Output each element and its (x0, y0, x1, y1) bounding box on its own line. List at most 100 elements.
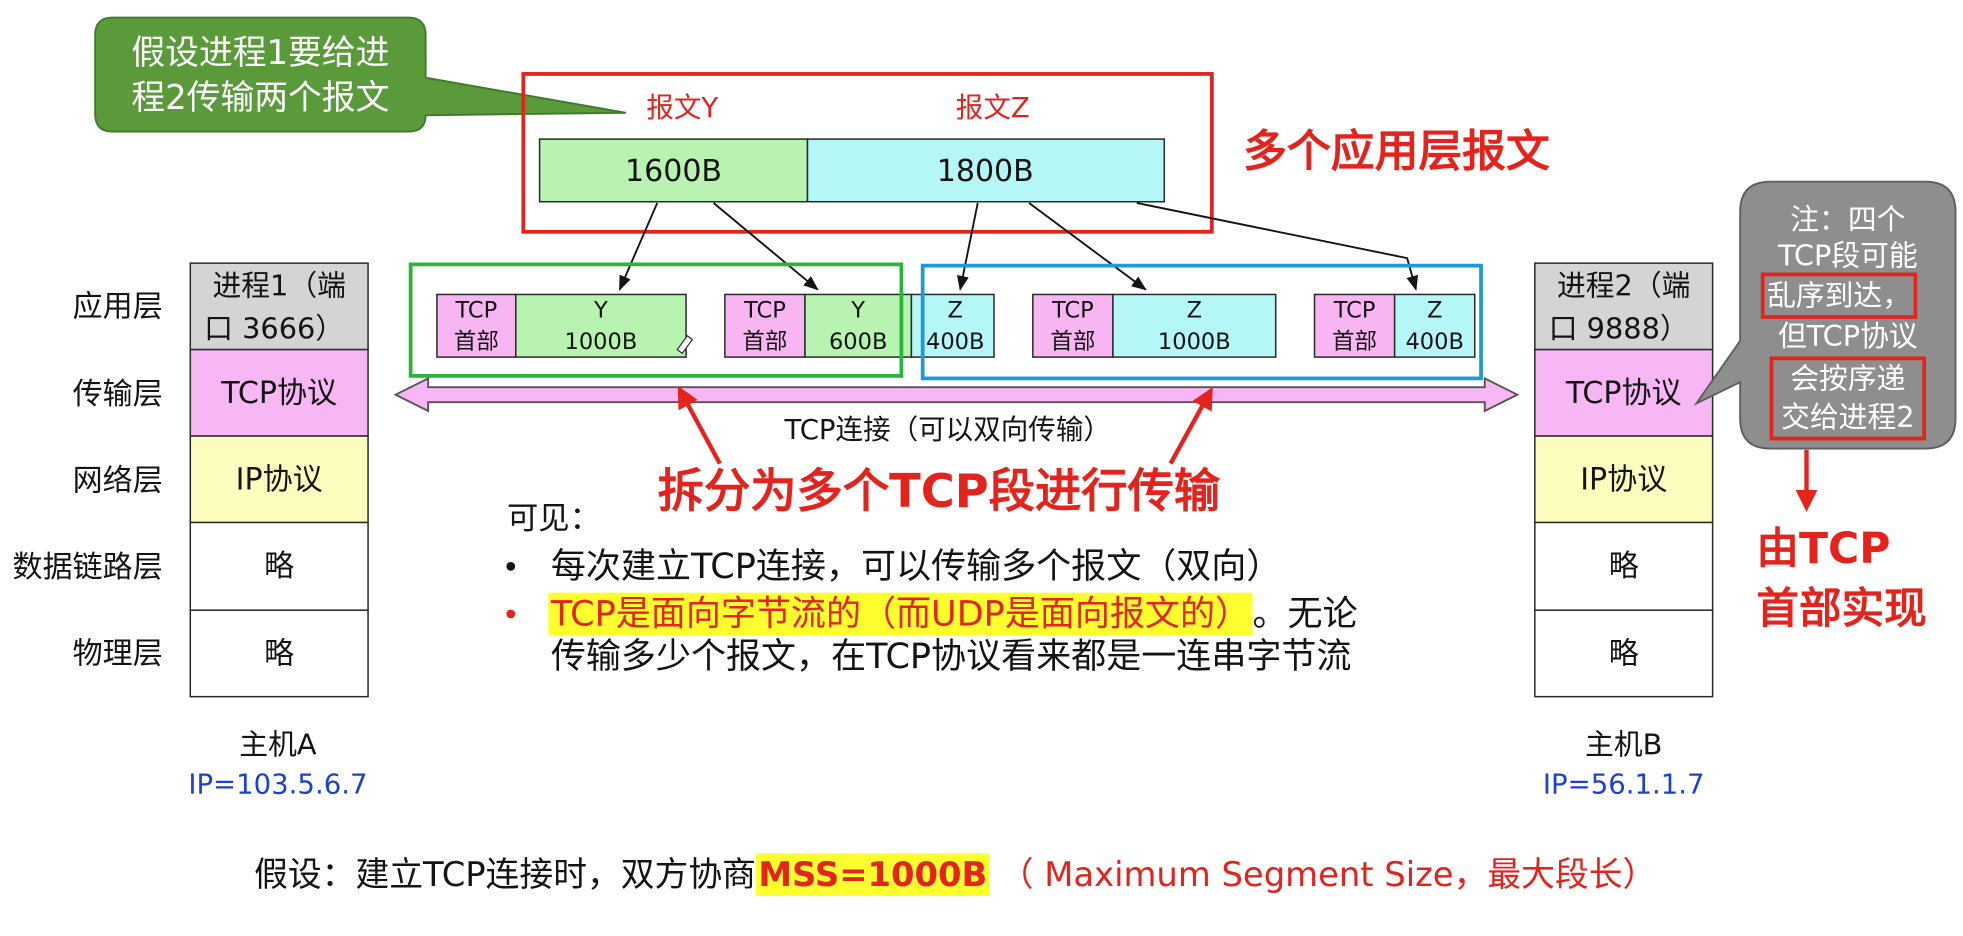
in-order-delivery-emphasis-box (1769, 356, 1927, 441)
split-heading: 拆分为多个TCP段进行传输 (658, 464, 1221, 518)
host-a-stack: 进程1（端 口 3666） TCP协议 IP协议 略 略 主机A IP=103.… (188, 262, 369, 800)
implementation-note-line: 首部实现 (1756, 584, 1926, 634)
reorder-callout-line: 注：四个 (1790, 202, 1905, 236)
notes-highlight (548, 592, 1253, 636)
bullet-dot (506, 609, 516, 619)
segmentation-arrow (1136, 202, 1419, 291)
split-arrow-right (1168, 387, 1213, 465)
host-b-data-link-cell (1534, 521, 1714, 611)
host-b-ip-label: IP协议 (1580, 462, 1667, 497)
payload-label: Y (850, 298, 865, 324)
layer-labels: 应用层 传输层 网络层 数据链路层 物理层 (13, 289, 163, 671)
payload-size: 400B (926, 329, 984, 355)
host-b-ip-address: IP=56.1.1.7 (1543, 768, 1705, 800)
message-y-label: 报文Y (646, 92, 718, 124)
host-b-data-link-label: 略 (1609, 549, 1639, 584)
host-b-name: 主机B (1585, 727, 1662, 761)
reorder-callout-line: 交给进程2 (1781, 400, 1914, 434)
host-a-process-cell (189, 262, 369, 351)
tcp-header-label: 首部 (1332, 329, 1377, 355)
host-b-process-cell (1534, 262, 1714, 351)
assumption-callout-bubble (94, 16, 627, 133)
host-b-process-label: 进程2（端 (1557, 269, 1690, 303)
tcp-segment: TCP 首部 Y 1000B (436, 293, 694, 358)
tcp-segment: TCP 首部 Y 600B Z 400B (724, 293, 995, 358)
host-a-ip-address: IP=103.5.6.7 (188, 768, 367, 800)
split-arrow-left (677, 385, 722, 465)
notes-bullet-2-rest: 。无论 (1253, 593, 1358, 634)
payload-size: 1000B (565, 329, 638, 355)
payload-label: Y (593, 298, 608, 324)
host-a-name: 主机A (239, 727, 317, 761)
tcp-header-label: TCP (454, 298, 497, 324)
footer-assumption: 假设：建立TCP连接时，双方协商 MSS=1000B （ Maximum Seg… (254, 853, 1656, 896)
payload-size: 400B (1405, 329, 1463, 355)
notes-bullet-2-highlight: TCP是面向字节流的（而UDP是面向报文的） (550, 593, 1250, 634)
footer-prefix: 假设：建立TCP连接时，双方协商 (254, 855, 756, 894)
application-messages-heading: 多个应用层报文 (1243, 126, 1550, 177)
notes: 可见： 每次建立TCP连接，可以传输多个报文（双向） TCP是面向字节流的（而U… (506, 501, 1358, 677)
host-a-ip-cell (189, 435, 369, 524)
payload-cell-z (1393, 293, 1476, 358)
host-b-physical-label: 略 (1609, 637, 1639, 672)
host-b-tcp-label: TCP协议 (1565, 376, 1682, 411)
host-a-process-label: 口 3666） (204, 311, 344, 345)
payload-cell-z (910, 293, 995, 358)
layer-label-physical: 物理层 (73, 637, 163, 672)
host-b-physical-cell (1534, 609, 1714, 698)
layer-label-transport: 传输层 (73, 377, 163, 412)
notes-bullet-1: 每次建立TCP连接，可以传输多个报文（双向） (551, 546, 1282, 587)
layer-label-application: 应用层 (73, 289, 163, 324)
host-a-tcp-label: TCP协议 (220, 376, 337, 411)
reorder-callout: 注：四个 TCP段可能 乱序到达， 但TCP协议 会按序递 交给进程2 (1693, 180, 1957, 450)
host-b-ip-cell (1534, 435, 1714, 524)
message-z-bar (806, 138, 1166, 203)
message-z-segments-frame (920, 263, 1483, 381)
implementation-note-line: 由TCP (1756, 524, 1890, 574)
host-a-data-link-label: 略 (264, 549, 294, 584)
reorder-callout-line: 乱序到达， (1767, 279, 1911, 313)
layer-label-data-link: 数据链路层 (13, 550, 163, 585)
host-a-data-link-cell (189, 521, 369, 611)
application-messages-frame (521, 72, 1214, 234)
payload-cell-y (804, 293, 913, 358)
mss-highlight (755, 853, 990, 896)
tcp-header-label: TCP (1051, 298, 1094, 324)
mss-value: MSS=1000B (758, 855, 987, 894)
tcp-header-label: 首部 (454, 329, 499, 355)
reorder-callout-line: TCP段可能 (1777, 239, 1918, 273)
host-b-stack: 进程2（端 口 9888） TCP协议 IP协议 略 略 主机B IP=56.1… (1534, 262, 1714, 800)
notes-title: 可见： (507, 501, 601, 537)
host-a-ip-label: IP协议 (236, 462, 323, 497)
segmentation-arrow (712, 202, 819, 291)
tcp-header-cell (1032, 293, 1114, 358)
payload-label: Z (1427, 298, 1442, 324)
payload-cell-z (1112, 293, 1277, 358)
payload-size: 1000B (1158, 329, 1231, 355)
layer-label-network: 网络层 (73, 464, 163, 499)
message-y-segments-frame (408, 262, 904, 378)
host-b-process-label: 口 9888） (1549, 311, 1689, 345)
tcp-header-cell (436, 293, 517, 358)
bullet-dot (506, 561, 516, 571)
tcp-header-cell (724, 293, 806, 358)
payload-label: Z (1187, 298, 1202, 324)
assumption-callout-line: 假设进程1要给进 (131, 33, 389, 72)
host-a-tcp-cell (189, 348, 369, 437)
application-messages: 报文Y 报文Z 1600B 1800B (521, 72, 1214, 234)
tcp-connection-double-arrow (393, 376, 1520, 413)
message-y-size: 1600B (625, 154, 722, 189)
message-z-size: 1800B (937, 154, 1034, 189)
segmentation-arrow (618, 202, 659, 291)
host-a-physical-label: 略 (264, 637, 294, 672)
tcp-header-label: 首部 (1050, 329, 1095, 355)
pen-cursor-icon (676, 334, 694, 355)
tcp-header-label: 首部 (742, 329, 787, 355)
assumption-callout-line: 程2传输两个报文 (131, 78, 389, 117)
notes-bullet-2-line-2: 传输多少个报文，在TCP协议看来都是一连串字节流 (551, 636, 1352, 677)
payload-cell-y (515, 293, 687, 358)
segmentation-arrow (1028, 202, 1147, 291)
tcp-connection-label: TCP连接（可以双向传输） (784, 414, 1111, 446)
tcp-header-label: TCP (1333, 298, 1376, 324)
